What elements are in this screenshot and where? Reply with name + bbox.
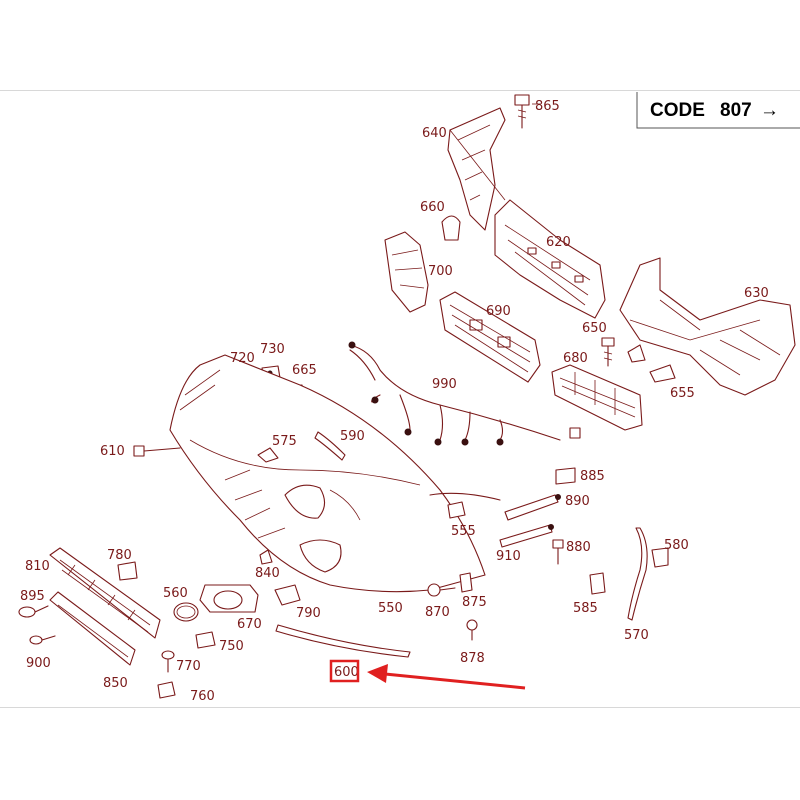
bracket-885 xyxy=(555,467,576,485)
label-900: 900 xyxy=(26,656,51,671)
clip-780 xyxy=(117,561,138,581)
code-label: CODE xyxy=(650,100,705,121)
screw-878 xyxy=(466,619,478,641)
label-560: 560 xyxy=(163,586,188,601)
clip-555 xyxy=(447,501,466,519)
label-895: 895 xyxy=(20,589,45,604)
wiring-harness-990 xyxy=(348,341,581,446)
label-655: 655 xyxy=(670,386,695,401)
label-720: 720 xyxy=(230,351,255,366)
clip-655 xyxy=(649,364,676,383)
label-990: 990 xyxy=(432,377,457,392)
label-870: 870 xyxy=(425,605,450,620)
diagram-frame xyxy=(0,90,800,708)
label-760: 760 xyxy=(190,689,215,704)
label-555: 555 xyxy=(451,524,476,539)
insert-680 xyxy=(551,364,643,431)
label-630: 630 xyxy=(744,286,769,301)
bracket-790 xyxy=(274,584,301,606)
spoiler-600 xyxy=(275,624,411,658)
label-750: 750 xyxy=(219,639,244,654)
label-590: 590 xyxy=(340,429,365,444)
nut-760 xyxy=(157,681,176,699)
plate-bracket-850 xyxy=(49,591,136,666)
fog-surround-670 xyxy=(199,584,259,613)
label-885: 885 xyxy=(580,469,605,484)
label-690: 690 xyxy=(486,304,511,319)
screw-880 xyxy=(552,539,564,565)
label-665: 665 xyxy=(292,363,317,378)
crossmember-620 xyxy=(494,199,606,319)
label-620: 620 xyxy=(546,235,571,250)
bumper-cover-550 xyxy=(169,354,486,593)
clip-875 xyxy=(459,572,473,593)
bolt-895 xyxy=(18,605,49,618)
clip-575 xyxy=(257,447,279,463)
bolt-650 xyxy=(601,337,615,367)
label-585: 585 xyxy=(573,601,598,616)
strip-910 xyxy=(499,524,554,548)
label-575: 575 xyxy=(272,434,297,449)
clip-750 xyxy=(195,631,216,649)
bracket-890 xyxy=(504,494,561,521)
label-770: 770 xyxy=(176,659,201,674)
highlight-box xyxy=(329,659,360,683)
ring-560 xyxy=(173,602,199,622)
sensor-610 xyxy=(133,445,181,457)
bolt-865 xyxy=(514,94,540,129)
label-580: 580 xyxy=(664,538,689,553)
bolt-870 xyxy=(427,583,456,597)
label-840: 840 xyxy=(255,566,280,581)
label-550: 550 xyxy=(378,601,403,616)
bracket-700 xyxy=(384,231,429,313)
clip-580 xyxy=(651,547,669,568)
label-875: 875 xyxy=(462,595,487,610)
label-865: 865 xyxy=(535,99,560,114)
label-730: 730 xyxy=(260,342,285,357)
code-box: CODE 807 → xyxy=(636,92,800,129)
label-570: 570 xyxy=(624,628,649,643)
highlight-arrow-line xyxy=(384,672,526,690)
label-680: 680 xyxy=(563,351,588,366)
strip-570 xyxy=(627,527,648,621)
code-number: 807 xyxy=(720,100,752,121)
bracket-640 xyxy=(447,107,506,231)
label-650: 650 xyxy=(582,321,607,336)
label-890: 890 xyxy=(565,494,590,509)
highlight-600 xyxy=(329,659,526,690)
bracket-585 xyxy=(589,572,606,595)
label-600: 600 xyxy=(334,665,359,680)
highlight-arrow-icon xyxy=(367,664,388,683)
label-910: 910 xyxy=(496,549,521,564)
support-630 xyxy=(619,257,796,396)
part-labels: 865 640 660 620 700 630 690 650 680 655 … xyxy=(20,99,769,704)
label-850: 850 xyxy=(103,676,128,691)
screw-770 xyxy=(161,650,175,673)
clip-840 xyxy=(259,549,273,565)
label-810: 810 xyxy=(25,559,50,574)
label-700: 700 xyxy=(428,264,453,279)
label-780: 780 xyxy=(107,548,132,563)
label-880: 880 xyxy=(566,540,591,555)
bolt-900 xyxy=(29,635,56,645)
label-660: 660 xyxy=(420,200,445,215)
label-640: 640 xyxy=(422,126,447,141)
bracket-small-650b xyxy=(627,344,646,363)
code-arrow-icon: → xyxy=(760,100,779,121)
absorber-690 xyxy=(439,291,541,383)
label-610: 610 xyxy=(100,444,125,459)
grille-810 xyxy=(49,547,161,639)
trim-590 xyxy=(314,431,346,461)
label-790: 790 xyxy=(296,606,321,621)
label-670: 670 xyxy=(237,617,262,632)
clip-660 xyxy=(441,215,461,241)
leader-890 xyxy=(429,492,501,501)
label-878: 878 xyxy=(460,651,485,666)
